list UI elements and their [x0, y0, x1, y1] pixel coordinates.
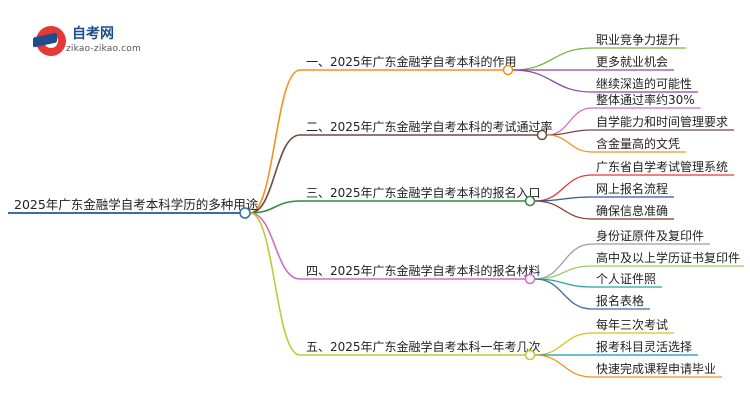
leaf-connector	[512, 47, 593, 71]
leaf-node-label[interactable]: 广东省自学考试管理系统	[596, 159, 728, 174]
branch-connector	[249, 212, 301, 280]
leaf-connector	[534, 196, 593, 202]
branch-node-label[interactable]: 一、2025年广东金融学自考本科的作用	[306, 54, 517, 69]
leaf-connector	[534, 265, 593, 280]
logo-subtitle: zikao-zikao.com	[66, 44, 141, 54]
leaf-node-label[interactable]: 职业竞争力提升	[596, 32, 680, 47]
root-collapse-toggle[interactable]	[239, 207, 251, 219]
site-logo[interactable]: 自考网 zikao-zikao.com	[30, 20, 170, 60]
leaf-connector	[534, 243, 593, 280]
branch-connector	[249, 69, 301, 214]
branch-collapse-toggle[interactable]	[524, 273, 536, 285]
leaf-node-label[interactable]: 报考科目灵活选择	[596, 339, 692, 354]
leaf-node-label[interactable]: 自学能力和时间管理要求	[596, 114, 728, 129]
leaf-connector	[546, 129, 593, 136]
leaf-node-label[interactable]: 整体通过率约30%	[596, 92, 695, 107]
leaf-node-label[interactable]: 身份证原件及复印件	[596, 228, 704, 243]
leaf-node-label[interactable]: 继续深造的可能性	[596, 76, 692, 91]
leaf-node-label[interactable]: 报名表格	[596, 293, 644, 308]
branch-collapse-toggle[interactable]	[536, 129, 548, 141]
branch-collapse-toggle[interactable]	[502, 64, 514, 76]
branch-node-label[interactable]: 二、2025年广东金融学自考本科的考试通过率	[306, 119, 553, 134]
branch-connector	[249, 134, 301, 214]
leaf-node-label[interactable]: 更多就业机会	[596, 55, 668, 69]
logo-title: 自考网	[72, 26, 114, 42]
branch-node-label[interactable]: 五、2025年广东金融学自考本科一年考几次	[306, 339, 541, 354]
branch-connector	[249, 212, 301, 356]
leaf-node-label[interactable]: 快速完成课程申请毕业	[596, 361, 716, 376]
leaf-node-label[interactable]: 每年三次考试	[596, 317, 668, 332]
branch-connector	[249, 200, 301, 214]
leaf-connector	[546, 134, 593, 153]
branch-collapse-toggle[interactable]	[524, 195, 536, 207]
leaf-node-label[interactable]: 确保信息准确	[596, 203, 668, 218]
mindmap-nodes: 2025年广东金融学自考本科学历的多种用途 一、2025年广东金融学自考本科的作用…	[8, 32, 744, 378]
mindmap-edges	[249, 47, 593, 378]
leaf-connector	[512, 69, 593, 93]
leaf-node-label[interactable]: 网上报名流程	[596, 181, 668, 196]
leaf-node-label[interactable]: 含金量高的文凭	[596, 136, 680, 151]
leaf-connector	[546, 107, 593, 136]
leaf-connector	[534, 354, 593, 378]
branch-node-label[interactable]: 三、2025年广东金融学自考本科的报名入口	[306, 185, 541, 200]
leaf-connector	[534, 278, 593, 310]
leaf-node-label[interactable]: 个人证件照	[596, 272, 656, 286]
branch-collapse-toggle[interactable]	[524, 349, 536, 361]
root-node-label[interactable]: 2025年广东金融学自考本科学历的多种用途	[14, 197, 259, 212]
leaf-node-label[interactable]: 高中及以上学历证书复印件	[596, 250, 740, 265]
branch-node-label[interactable]: 四、2025年广东金融学自考本科的报名材料	[306, 263, 541, 278]
leaf-connector	[534, 332, 593, 356]
leaf-connector	[534, 200, 593, 220]
